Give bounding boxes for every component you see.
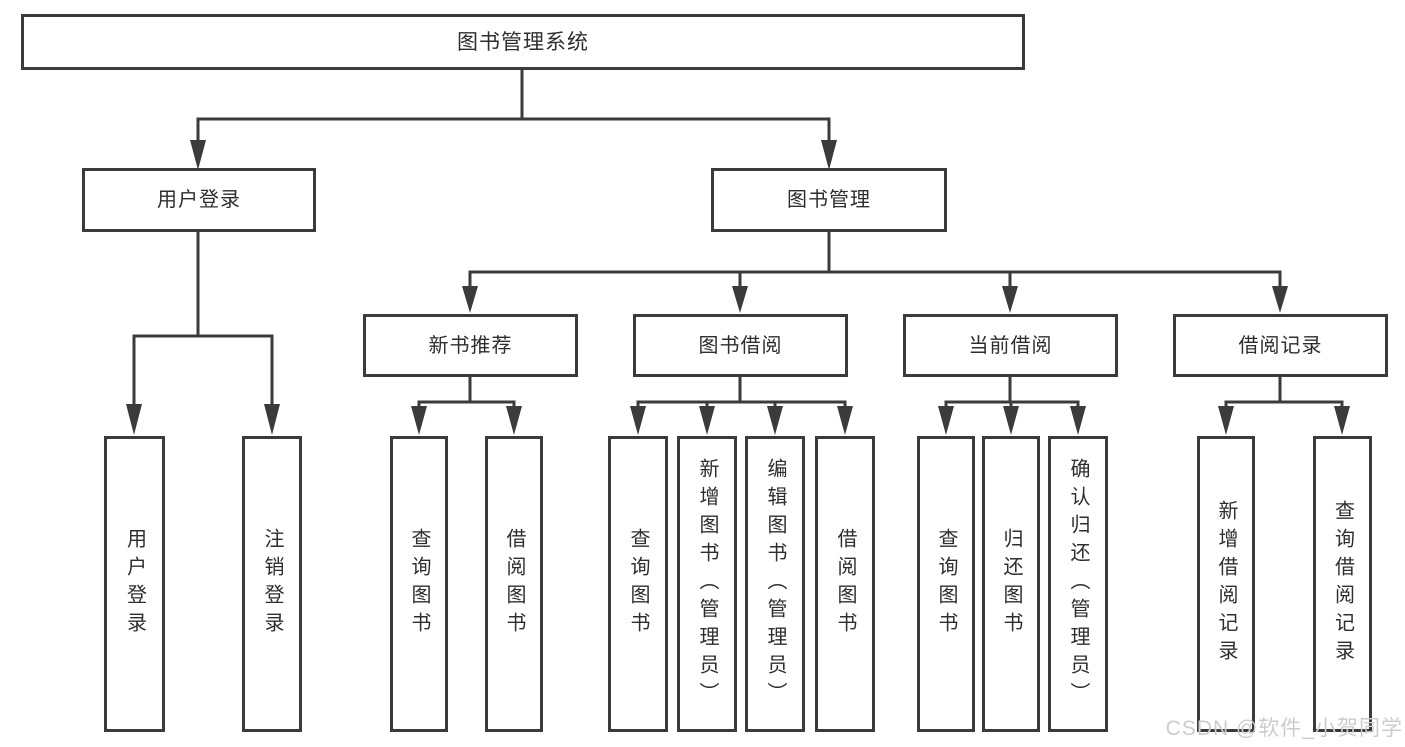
node-label: 查询图书 [408, 528, 430, 640]
node-label: 图书管理系统 [457, 30, 589, 54]
leaf-user-login: 用户登录 [104, 436, 165, 732]
node-label: 新增图书（管理员） [696, 458, 718, 710]
node-label: 借阅图书 [503, 528, 525, 640]
node-current-borrow: 当前借阅 [903, 314, 1118, 377]
node-borrow-records: 借阅记录 [1173, 314, 1388, 377]
leaf-borrow-book: 借阅图书 [815, 436, 875, 732]
connector-root-to-level2 [190, 68, 837, 170]
node-label: 新增借阅记录 [1215, 500, 1237, 668]
node-label: 借阅图书 [834, 528, 856, 640]
connector-book-management-to-level3 [462, 230, 1288, 313]
connector-borrow-records-group [1218, 375, 1350, 435]
node-label: 查询图书 [935, 528, 957, 640]
node-label: 用户登录 [157, 189, 241, 211]
node-label: 借阅记录 [1238, 334, 1323, 357]
node-root-library-system: 图书管理系统 [21, 14, 1025, 70]
leaf-query-book-borrow: 查询图书 [608, 436, 668, 732]
node-label: 查询图书 [627, 528, 649, 640]
leaf-edit-book-admin: 编辑图书（管理员） [745, 436, 805, 732]
connector-user-login-to-leaves [126, 230, 280, 435]
node-label: 编辑图书（管理员） [764, 458, 786, 710]
leaf-add-book-admin: 新增图书（管理员） [677, 436, 737, 732]
leaf-query-book-current: 查询图书 [917, 436, 975, 732]
connector-current-borrow-group [938, 375, 1086, 435]
node-label: 图书借阅 [698, 334, 783, 357]
leaf-borrow-book-recommend: 借阅图书 [485, 436, 543, 732]
node-label: 用户登录 [123, 528, 146, 640]
leaf-confirm-return-admin: 确认归还（管理员） [1048, 436, 1108, 732]
node-user-login: 用户登录 [82, 168, 316, 232]
leaf-query-borrow-record: 查询借阅记录 [1313, 436, 1372, 732]
csdn-watermark: CSDN @软件_小贺同学 [1165, 717, 1403, 740]
node-new-book-recommend: 新书推荐 [363, 314, 578, 377]
connector-book-borrow-group [630, 375, 853, 435]
node-label: 当前借阅 [968, 334, 1053, 357]
node-label: 新书推荐 [428, 334, 513, 357]
leaf-query-book-recommend: 查询图书 [390, 436, 448, 732]
node-label: 图书管理 [787, 189, 871, 211]
node-label: 确认归还（管理员） [1067, 458, 1089, 710]
node-book-borrow: 图书借阅 [633, 314, 848, 377]
node-label: 查询借阅记录 [1331, 500, 1354, 668]
leaf-add-borrow-record: 新增借阅记录 [1197, 436, 1255, 732]
leaf-logout: 注销登录 [242, 436, 302, 732]
node-label: 注销登录 [261, 528, 283, 640]
connector-new-book-recommend-group [411, 375, 522, 435]
node-book-management: 图书管理 [711, 168, 947, 232]
leaf-return-book: 归还图书 [982, 436, 1040, 732]
node-label: 归还图书 [1000, 528, 1022, 640]
